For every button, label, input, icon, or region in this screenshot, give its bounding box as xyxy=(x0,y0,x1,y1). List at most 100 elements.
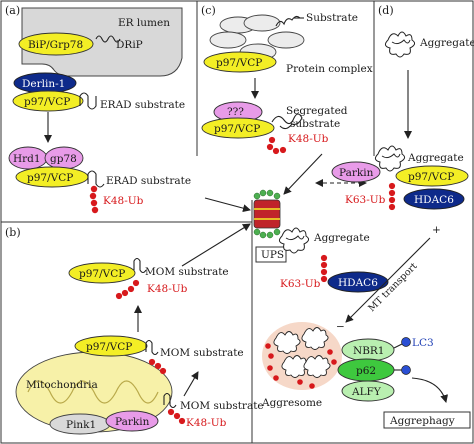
arrow-aggrephagy xyxy=(411,377,449,403)
k63-chain-d2 xyxy=(320,254,328,283)
hdac6-oval-1 xyxy=(403,188,465,210)
p62-label: p62 xyxy=(356,365,376,377)
p97-oval-c2 xyxy=(201,117,275,139)
unknown-label: ??? xyxy=(227,106,244,118)
panel-d: Aggregate Aggregate Parkin p97/VCP K63-U… xyxy=(261,31,474,429)
erad-label-2: ERAD substrate xyxy=(106,175,191,187)
parkin-oval-d xyxy=(331,161,381,183)
p97-label-b2: p97/VCP xyxy=(86,341,132,353)
aggregate-label-2: Aggregate xyxy=(407,152,464,164)
drip-chain xyxy=(95,35,121,43)
p97-oval-a1 xyxy=(12,90,84,112)
parkin-label-b: Parkin xyxy=(115,416,150,428)
hdac6-label-1: HDAC6 xyxy=(414,194,454,206)
panel-label-b: (b) xyxy=(5,226,21,239)
aggresome-cluster xyxy=(273,327,331,378)
parkin-oval-b xyxy=(105,410,159,432)
aggresome-ub xyxy=(265,343,337,389)
cristae xyxy=(27,380,159,404)
k48-label-b1: K48-Ub xyxy=(147,283,188,295)
k48-chain-c xyxy=(266,136,287,155)
segregated-label-2: substrate xyxy=(290,118,340,130)
lc3-dot xyxy=(401,337,411,347)
k48-chain-b2 xyxy=(148,358,167,375)
k48-label-a: K48-Ub xyxy=(103,195,144,207)
nbr1-label: NBR1 xyxy=(353,345,385,357)
aggrephagy-box xyxy=(383,411,471,429)
mom-label-1: MOM substrate xyxy=(145,266,229,278)
panel-label-a: (a) xyxy=(5,4,20,17)
mito-label: Mitochondria xyxy=(26,379,98,391)
minus-sign: − xyxy=(336,321,345,333)
k48-chain-b3 xyxy=(167,408,186,425)
complex-label: Protein complex xyxy=(286,63,373,75)
erad-label-1: ERAD substrate xyxy=(100,99,185,111)
p97-oval-c1 xyxy=(203,51,277,73)
hrd1-label: Hrd1 xyxy=(13,153,41,165)
erad-chain-1 xyxy=(79,92,97,110)
lc3-link xyxy=(393,343,403,349)
k48-label-c: K48-Ub xyxy=(288,133,329,145)
er-lumen-label: ER lumen xyxy=(118,17,170,29)
p97-label-a2: p97/VCP xyxy=(27,172,73,184)
lc3-dot-2 xyxy=(401,365,411,375)
p97-label-c2: p97/VCP xyxy=(214,123,260,135)
p97-label-d: p97/VCP xyxy=(408,171,454,183)
aggresome-label: Aggresome xyxy=(261,397,322,409)
p97-oval-d xyxy=(395,165,469,187)
k48-chain-a xyxy=(89,185,99,214)
aggregate-3 xyxy=(278,227,310,254)
drip-label: DRiP xyxy=(116,39,143,51)
p97-label-c1: p97/VCP xyxy=(216,57,262,69)
p97-oval-b2 xyxy=(74,335,148,357)
segregated-label-1: Segregated xyxy=(286,105,348,117)
erad-chain-2 xyxy=(87,170,105,188)
segregated-chain xyxy=(271,113,303,130)
p97-oval-b1 xyxy=(68,262,136,284)
arrow-b-up2 xyxy=(183,371,199,397)
hdac6-oval-2 xyxy=(327,271,389,293)
panel-b: p97/VCP MOM substrate K48-Ub Mitochondri… xyxy=(15,257,264,435)
pink1-label: Pink1 xyxy=(66,419,96,431)
mom-label-3: MOM substrate xyxy=(180,400,264,412)
parkin-label-d: Parkin xyxy=(339,167,374,179)
derlin-label: Derlin-1 xyxy=(22,78,65,90)
panel-label-c: (c) xyxy=(201,4,216,17)
plus-sign: + xyxy=(432,224,441,236)
ups-box xyxy=(255,246,287,263)
k48-label-b2: K48-Ub xyxy=(186,417,227,429)
aggregate-label-3: Aggregate xyxy=(313,232,370,244)
bip-label: BiP/Grp78 xyxy=(28,39,83,51)
arrow-b-ups xyxy=(181,223,251,267)
panel-label-d: (d) xyxy=(378,4,394,17)
k63-label-d1: K63-Ub xyxy=(345,194,386,206)
mom-label-2: MOM substrate xyxy=(160,347,244,359)
k48-chain-b1 xyxy=(115,279,140,300)
aggrephagy-label: Aggrephagy xyxy=(389,415,455,427)
alfy-oval xyxy=(341,380,395,402)
k63-label-d2: K63-Ub xyxy=(280,278,321,290)
aggregate-label-1: Aggregate xyxy=(419,37,474,49)
aggregate-2 xyxy=(374,145,406,172)
gp78-label: gp78 xyxy=(50,153,77,165)
mom-chain-3 xyxy=(163,392,177,409)
ups-label: UPS xyxy=(261,249,284,261)
substrate-chain-c xyxy=(275,15,301,27)
panel-c: Substrate p97/VCP Protein complex ??? p9… xyxy=(201,12,373,155)
p97-label-a1: p97/VCP xyxy=(24,96,70,108)
aggregate-1 xyxy=(384,31,416,58)
alfy-label: ALFY xyxy=(351,386,382,398)
lc3-label: LC3 xyxy=(412,337,434,349)
panel-a: ER lumen BiP/Grp78 DRiP Derlin-1 p97/VCP… xyxy=(8,7,191,214)
mt-transport-arrow xyxy=(345,237,431,323)
substrate-label: Substrate xyxy=(306,12,358,24)
bip-oval xyxy=(18,32,94,56)
hdac6-label-2: HDAC6 xyxy=(338,277,378,289)
k63-chain-d1 xyxy=(388,182,396,211)
arrow-c-ups xyxy=(283,153,323,195)
arrow-a-ups xyxy=(204,197,251,213)
mom-chain-2 xyxy=(145,339,159,356)
mom-chain-1 xyxy=(133,257,147,274)
